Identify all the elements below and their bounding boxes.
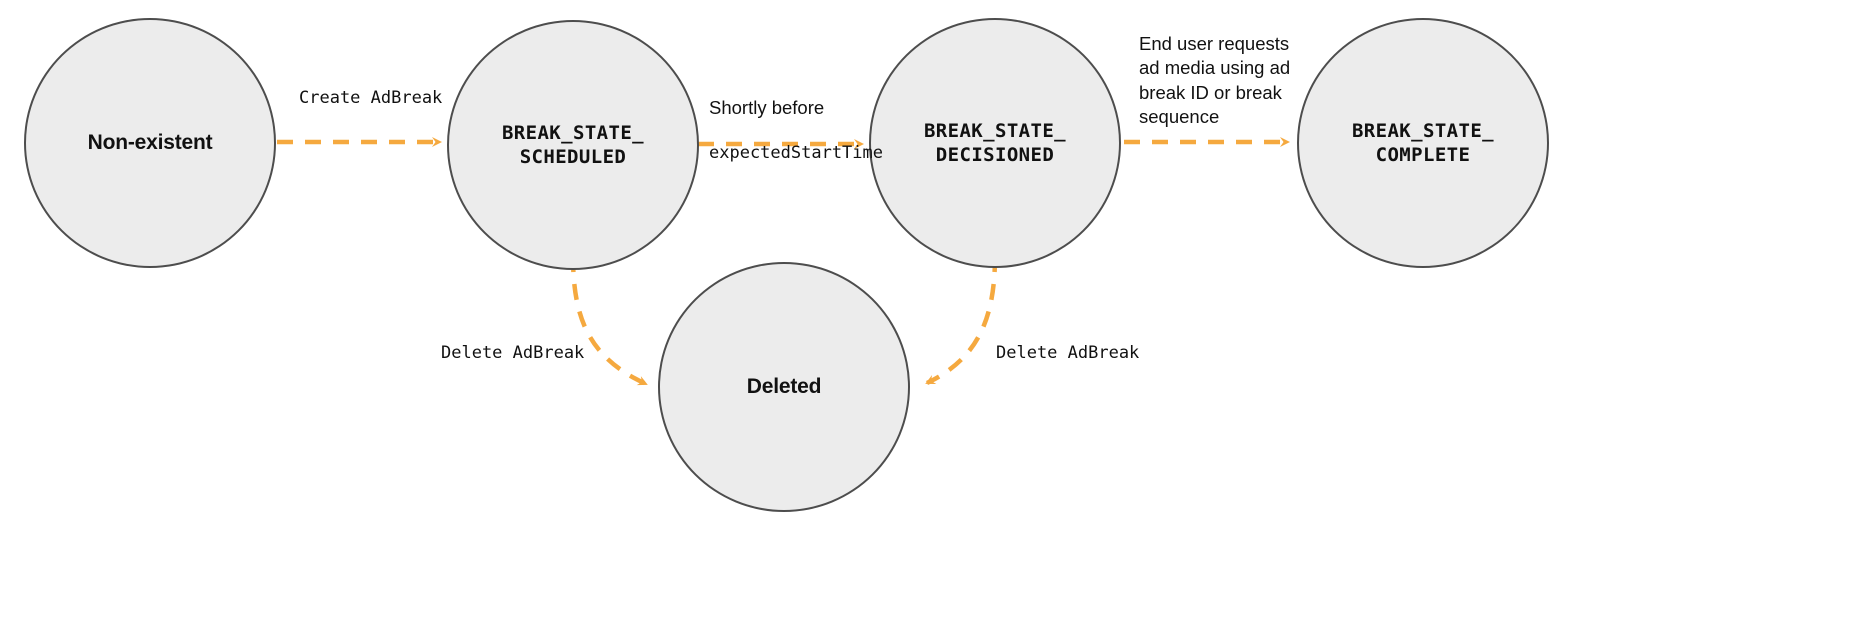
edge-label-delete-adbreak-from-decisioned: Delete AdBreak	[996, 343, 1140, 363]
state-node-break-state-complete[interactable]: BREAK_STATE_ COMPLETE	[1297, 18, 1549, 268]
edge-label-create-adbreak: Create AdBreak	[299, 88, 443, 108]
state-node-break-state-decisioned[interactable]: BREAK_STATE_ DECISIONED	[869, 18, 1121, 268]
state-node-label: BREAK_STATE_ DECISIONED	[923, 119, 1067, 166]
edge-delete-adbreak-from-decisioned	[925, 255, 998, 386]
state-node-deleted[interactable]: Deleted	[658, 262, 910, 512]
edge-label-delete-adbreak-from-scheduled: Delete AdBreak	[441, 343, 585, 363]
state-node-label: BREAK_STATE_ SCHEDULED	[501, 121, 645, 168]
state-node-label: BREAK_STATE_ COMPLETE	[1351, 119, 1495, 166]
edge-delete-adbreak-from-scheduled	[570, 255, 648, 387]
state-node-label: Deleted	[746, 374, 822, 398]
state-node-non-existent[interactable]: Non-existent	[24, 18, 276, 268]
state-node-break-state-scheduled[interactable]: BREAK_STATE_ SCHEDULED	[447, 20, 699, 270]
edge-label-end-user-requests-ad-media: End user requests ad media using ad brea…	[1139, 33, 1291, 128]
edge-label-line-1: Shortly before	[709, 97, 825, 119]
state-node-label: Non-existent	[87, 130, 213, 154]
edge-label-line-2: expectedStartTime	[709, 142, 883, 163]
edge-label-shortly-before-expected-start-time: Shortly before expectedStartTime	[709, 75, 883, 185]
